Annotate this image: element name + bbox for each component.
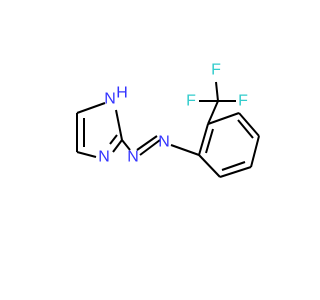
fluorine-top-label: F <box>211 62 221 79</box>
bond-c1-c2 <box>198 123 209 156</box>
structure-canvas: N H N N N F F F <box>76 62 260 178</box>
benzene-ring <box>198 112 260 178</box>
bond-c1-c2-inner <box>205 128 214 154</box>
bond-c2-n-azo <box>121 139 131 151</box>
bond-c5-c6 <box>219 166 252 178</box>
bond-c2-c3 <box>207 112 240 125</box>
imidazole-ring <box>76 102 123 158</box>
bond-c2-cf3 <box>207 100 219 125</box>
bond-nh-c5 <box>76 102 106 114</box>
bond-n3-c2 <box>112 139 123 153</box>
trifluoromethyl-group <box>199 81 236 125</box>
bond-n-azo-c1 <box>170 144 200 156</box>
atom-n3-label: N <box>98 149 110 166</box>
bond-c3-c4 <box>238 112 260 137</box>
azo-linkage <box>121 135 200 156</box>
azo-n1-label: N <box>127 149 139 166</box>
bond-c2-nh <box>115 109 123 141</box>
molecule-structure: N H N N N F F F <box>76 62 260 178</box>
bond-cf3-f-top <box>215 81 219 102</box>
bond-n3-c2-inner <box>109 134 118 145</box>
bond-c3-c4-inner <box>237 119 254 139</box>
bond-c5-c6-inner <box>221 161 246 171</box>
bond-c4-c5 <box>250 135 260 168</box>
atom-n1-label: N <box>104 91 116 108</box>
bond-c6-c1 <box>198 154 221 178</box>
fluorine-right-label: F <box>238 93 248 110</box>
atom-h-label: H <box>116 85 128 102</box>
fluorine-left-label: F <box>186 93 196 110</box>
bond-azo-double-a <box>139 139 161 156</box>
bond-azo-double-b <box>136 135 158 151</box>
azo-n2-label: N <box>158 134 170 151</box>
bond-c4-n3 <box>76 151 97 158</box>
